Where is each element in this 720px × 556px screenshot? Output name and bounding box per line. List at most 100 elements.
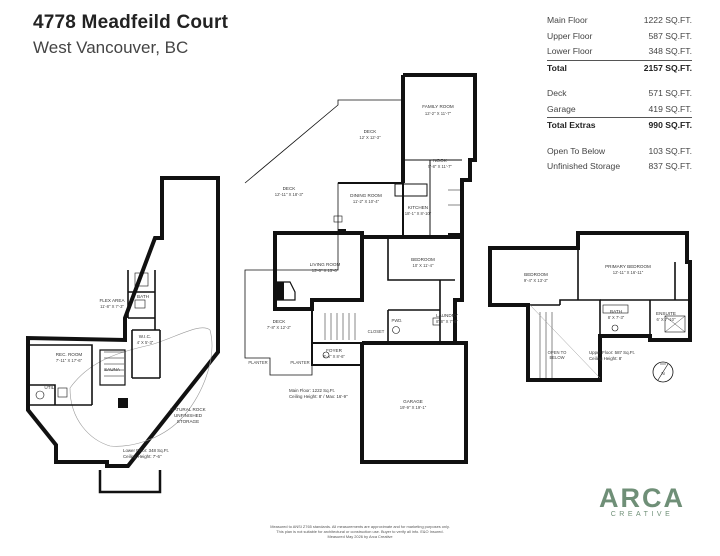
address-block: 4778 Meadfeild Court West Vancouver, BC [33,12,228,58]
area-label: Open To Below [547,145,606,156]
label-primary-bedroom: PRIMARY BEDROOM [605,264,651,269]
dim-bedroom-main: 10' X 11'-4" [413,263,434,268]
dim-wic: 4' X 5'-3" [137,340,154,345]
area-value: 990 SQ.FT. [648,120,692,130]
label-powder: PWD. [392,318,403,323]
area-row-open-to-below: Open To Below 103 SQ.FT. [547,144,692,160]
area-row-upper: Upper Floor 587 SQ.FT. [547,29,692,45]
label-living-room: LIVING ROOM [310,262,341,267]
label-nook: NOOK [433,158,447,163]
address-title: 4778 Meadfeild Court [33,12,229,33]
label-ensuite: ENSUITE [656,311,676,316]
dim-kitchen: 18'-1" X 8'-10" [405,211,432,216]
label-deck-top: DECK [364,129,378,134]
area-row-garage: Garage 419 SQ.FT. [547,102,692,118]
area-value: 419 SQ.FT. [648,103,692,114]
label-open-to: OPEN TO [548,350,567,355]
dim-deck-low: 7'-8" X 12'-2" [267,325,292,330]
disclaimer-line: This plan is not suitable for architectu… [276,529,444,535]
note-lower-floor-area: Lower Floor: 348 Sq.Ft. [123,448,169,453]
address-city: West Vancouver, BC [33,38,189,57]
area-label: Deck [547,88,567,98]
area-value: 1222 SQ.FT. [643,15,692,25]
area-row-total: Total 2157 SQ.FT. [547,59,692,77]
label-kitchen: KITCHEN [408,205,428,210]
upper-floor-plan [488,231,692,383]
area-row-lower: Lower Floor 348 SQ.FT. [547,44,692,60]
dim-dining-room: 11'-2" X 10'-4" [353,199,380,204]
label-sauna: SAUNA [104,367,121,372]
label-deck-low: DECK [273,319,287,324]
dim-rec-room: 7'-11" X 17'-6" [56,358,83,363]
note-upper-floor-height: Ceiling Height: 8' [589,356,622,361]
label-garage: GARAGE [403,399,423,404]
area-value: 103 SQ.FT. [648,145,692,156]
note-main-floor-height: Ceiling Height: 8' / Max: 16'-9" [289,394,348,399]
area-row-unfinished: Unfinished Storage 837 SQ.FT. [547,159,692,175]
area-label: Main Floor [547,15,588,25]
disclaimer-line: Measured to ANSI Z765 standards. All mea… [270,524,450,529]
dim-deck-top: 12' X 12'-3" [359,135,381,140]
arca-creative-logo: ARCA CREATIVE [596,484,688,518]
area-label: Upper Floor [547,30,593,41]
lower-floor-plan [26,176,220,494]
label-laundry: LAUNDRY [436,313,458,318]
label-dining-room: DINING ROOM [350,193,382,198]
area-label: Unfinished Storage [547,161,621,171]
note-upper-floor-area: Upper Floor: 587 Sq.Ft. [589,350,635,355]
label-wic: W.I.C. [139,334,152,339]
label-rec-room: REC. ROOM [56,352,83,357]
label-utility: UTIL. [44,385,55,390]
compass-north-icon: N [661,371,664,376]
dim-nook: 5'-8" X 11'-7" [428,164,452,169]
floor-notes: Main Floor: 1222 Sq.Ft. Ceiling Height: … [123,350,665,459]
label-family-room: FAMILY ROOM [422,104,454,109]
dim-bedroom-upper: 9'-4" X 13'-2" [524,278,549,283]
area-row-main: Main Floor 1222 SQ.FT. [547,13,692,29]
label-bath-upper: BATH [610,309,622,314]
area-row-extras: Total Extras 990 SQ.FT. [547,117,692,134]
logo-tagline: CREATIVE [610,511,674,518]
label-below: BELOW [549,355,564,360]
dim-living-room: 13'-6" X 15'-6" [312,268,339,273]
note-main-floor-area: Main Floor: 1222 Sq.Ft. [289,388,335,393]
room-labels: FAMILY ROOM 12'-2" X 11'-7" DECK 12' X 1… [44,104,676,424]
area-value: 348 SQ.FT. [648,46,692,56]
area-label: Total Extras [547,120,596,130]
label-bedroom-main: BEDROOM [411,257,435,262]
label-planter-right: PLANTER [290,360,309,365]
main-floor-plan [244,73,477,464]
label-flex-area: FLEX AREA [99,298,125,303]
label-bedroom-upper: BEDROOM [524,272,548,277]
dim-primary-bedroom: 12'-11" X 16'-11" [613,270,644,275]
label-unfinished: UNFINISHED [174,413,203,418]
dim-laundry: 8'-8" X 7'-6" [436,319,458,324]
logo-wordmark: ARCA [599,483,685,513]
label-deck-mid: DECK [283,186,297,191]
dim-family-room: 12'-2" X 11'-7" [425,111,452,116]
dim-garage: 19'-9" X 19'-1" [400,405,427,410]
area-label: Total [547,62,567,73]
area-value: 2157 SQ.FT. [643,62,692,73]
area-label: Lower Floor [547,46,593,56]
dim-flex-area: 11'-8" X 7'-3" [100,304,124,309]
label-bath-lower: BATH [137,294,149,299]
dim-bath-upper: 8' X 7'-3" [608,315,625,320]
area-value: 837 SQ.FT. [648,161,692,171]
area-label: Garage [547,103,576,114]
area-value: 587 SQ.FT. [648,30,692,41]
label-planter-left: PLANTER [248,360,267,365]
note-lower-floor-height: Ceiling Height: 7'-6" [123,454,162,459]
label-closet-main: CLOSET [368,329,385,334]
label-natural-rock: NATURAL ROCK [170,407,206,412]
disclaimer-line: Measured May 2026 by Arca Creative [327,534,393,540]
disclaimer: Measured to ANSI Z765 standards. All mea… [225,524,495,539]
dim-foyer: 6'-4" X 8'-6" [323,354,345,359]
area-value: 571 SQ.FT. [648,88,692,98]
label-foyer: FOYER [326,348,343,353]
area-summary: Main Floor 1222 SQ.FT. Upper Floor 587 SQ.… [547,13,692,175]
dim-deck-mid: 12'-11" X 18'-3" [275,192,304,197]
area-row-deck: Deck 571 SQ.FT. [547,86,692,102]
dim-ensuite: 6' X 7'-10" [657,317,676,322]
